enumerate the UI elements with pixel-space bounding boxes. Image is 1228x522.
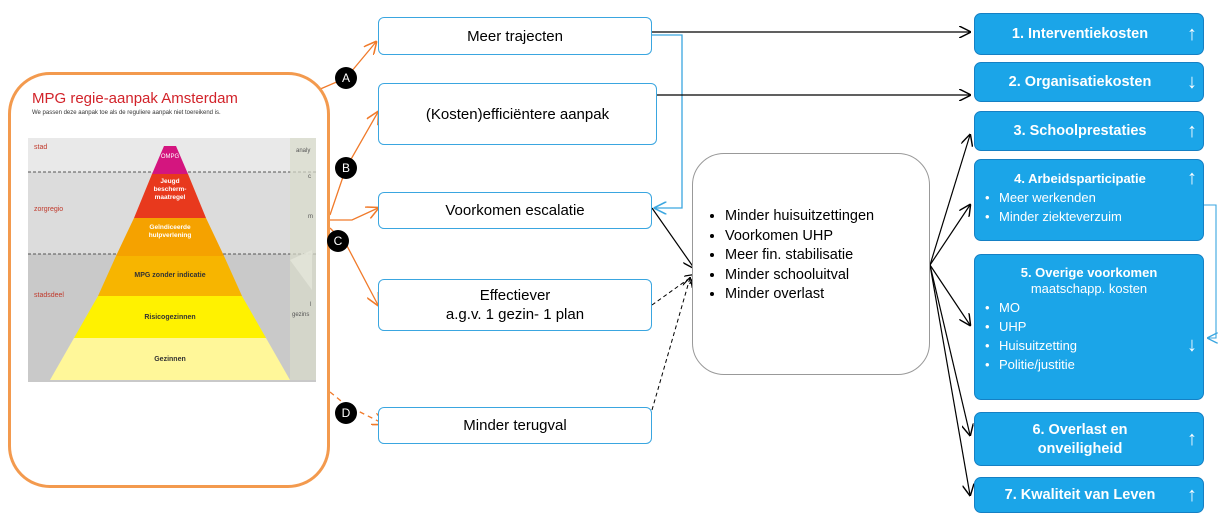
outcome-4-title: 4. Arbeidsparticipatie	[1014, 171, 1146, 186]
outcome-organisatiekosten: 2. Organisatiekosten ↓	[974, 62, 1204, 102]
outcome-schoolprestaties: 3. Schoolprestaties ↑	[974, 111, 1204, 151]
box-minder-terugval-label: Minder terugval	[463, 417, 567, 434]
box-voorkomen-escalatie-label: Voorkomen escalatie	[445, 202, 585, 219]
pyramid-level-jeugd	[134, 174, 206, 218]
effect-item: Minder huisuitzettingen	[725, 207, 874, 227]
side-label-1: analy	[296, 148, 311, 154]
outcome-4-item: •Meer werkenden	[985, 190, 1096, 205]
outcome-interventiekosten: 1. Interventiekosten ↑	[974, 13, 1204, 55]
marker-c: C	[327, 230, 349, 252]
side-label-3: m	[308, 214, 313, 220]
box-efficienter-label: (Kosten)efficiëntere aanpak	[425, 105, 610, 123]
pyramid-panel: MPG regie-aanpak Amsterdam We passen dez…	[28, 90, 316, 382]
pyramid-level-ompg	[152, 146, 188, 174]
outcome-5-item: •Huisuitzetting	[985, 338, 1078, 353]
zone-zorgregio: zorgregio	[34, 206, 64, 213]
pyramid-level-geindiceerd	[116, 218, 224, 256]
level-label-jeugd: Jeugd bescherm-maatregel	[153, 178, 187, 201]
effects-list: Minder huisuitzettingen Voorkomen UHP Me…	[703, 207, 874, 305]
arrow-up-icon: ↑	[1187, 167, 1197, 189]
arrow-up-icon: ↑	[1187, 120, 1197, 142]
effects-box: Minder huisuitzettingen Voorkomen UHP Me…	[692, 153, 930, 375]
marker-b: B	[335, 157, 357, 179]
effect-item: Minder overlast	[725, 285, 874, 305]
side-label-5: gezins	[292, 312, 310, 318]
box-effectiever: Effectiever a.g.v. 1 gezin- 1 plan	[378, 279, 652, 331]
arrow-down-icon: ↓	[1187, 334, 1197, 356]
pyramid-subtitle: We passen deze aanpak toe als de regulie…	[32, 110, 221, 116]
effect-item: Minder schooluitval	[725, 266, 874, 286]
zone-stadsdeel: stadsdeel	[34, 292, 64, 299]
outcome-7-title: 7. Kwaliteit van Leven	[1004, 487, 1156, 503]
outcome-6-title-line2: onveiligheid	[1037, 441, 1123, 457]
outcome-1-title: 1. Interventiekosten	[1011, 26, 1149, 42]
outcome-overlast: 6. Overlast en onveiligheid ↑	[974, 412, 1204, 466]
outcome-arbeidsparticipatie: 4. Arbeidsparticipatie ↑ •Meer werkenden…	[974, 159, 1204, 241]
outcome-5-subtitle: maatschapp. kosten	[1030, 281, 1148, 296]
box-voorkomen-escalatie: Voorkomen escalatie	[378, 192, 652, 229]
level-label-mpg: MPG zonder indicatie	[134, 272, 206, 279]
pyramid-level-gezinnen	[50, 338, 290, 380]
side-label-2: c	[308, 174, 311, 180]
arrow-up-icon: ↑	[1187, 428, 1197, 450]
outcome-2-title: 2. Organisatiekosten	[1008, 74, 1152, 90]
outcome-overige-kosten: 5. Overige voorkomen maatschapp. kosten …	[974, 254, 1204, 400]
side-label-4: l	[310, 302, 312, 308]
box-efficienter: (Kosten)efficiëntere aanpak	[378, 83, 657, 145]
box-meer-trajecten-label: Meer trajecten	[467, 27, 563, 45]
box-meer-trajecten: Meer trajecten	[378, 17, 652, 55]
outcome-5-item: •MO	[985, 300, 1020, 315]
arrow-up-icon: ↑	[1187, 23, 1197, 45]
level-label-risico: Risicogezinnen	[144, 314, 196, 321]
outcome-5-title: 5. Overige voorkomen	[1020, 265, 1158, 280]
box-effectiever-line2: a.g.v. 1 gezin- 1 plan	[445, 306, 585, 323]
outcome-4-item: •Minder ziekteverzuim	[985, 209, 1122, 224]
arrow-up-icon: ↑	[1187, 484, 1197, 506]
level-label-ompg: OMPG	[160, 154, 180, 160]
outcome-6-title-line1: 6. Overlast en	[1032, 422, 1128, 438]
level-label-geindiceerd: Geïndiceerde hulpverlening	[148, 224, 192, 239]
marker-d: D	[335, 402, 357, 424]
outcome-5-item: •Politie/justitie	[985, 357, 1075, 372]
outcome-3-title: 3. Schoolprestaties	[1013, 123, 1147, 139]
arrow-down-icon: ↓	[1187, 71, 1197, 93]
box-minder-terugval: Minder terugval	[378, 407, 652, 444]
outcome-5-item: •UHP	[985, 319, 1027, 334]
zone-stad: stad	[34, 144, 48, 151]
outcome-kwaliteit-van-leven: 7. Kwaliteit van Leven ↑	[974, 477, 1204, 513]
pyramid-title: MPG regie-aanpak Amsterdam	[32, 90, 238, 107]
pyramid-level-mpg	[98, 256, 242, 296]
box-effectiever-line1: Effectiever	[479, 287, 551, 304]
pyramid-level-risico	[74, 296, 266, 338]
effect-item: Voorkomen UHP	[725, 227, 874, 247]
effect-item: Meer fin. stabilisatie	[725, 246, 874, 266]
level-label-gezinnen: Gezinnen	[154, 356, 186, 363]
pyramid-graphic	[28, 138, 316, 380]
marker-a: A	[335, 67, 357, 89]
